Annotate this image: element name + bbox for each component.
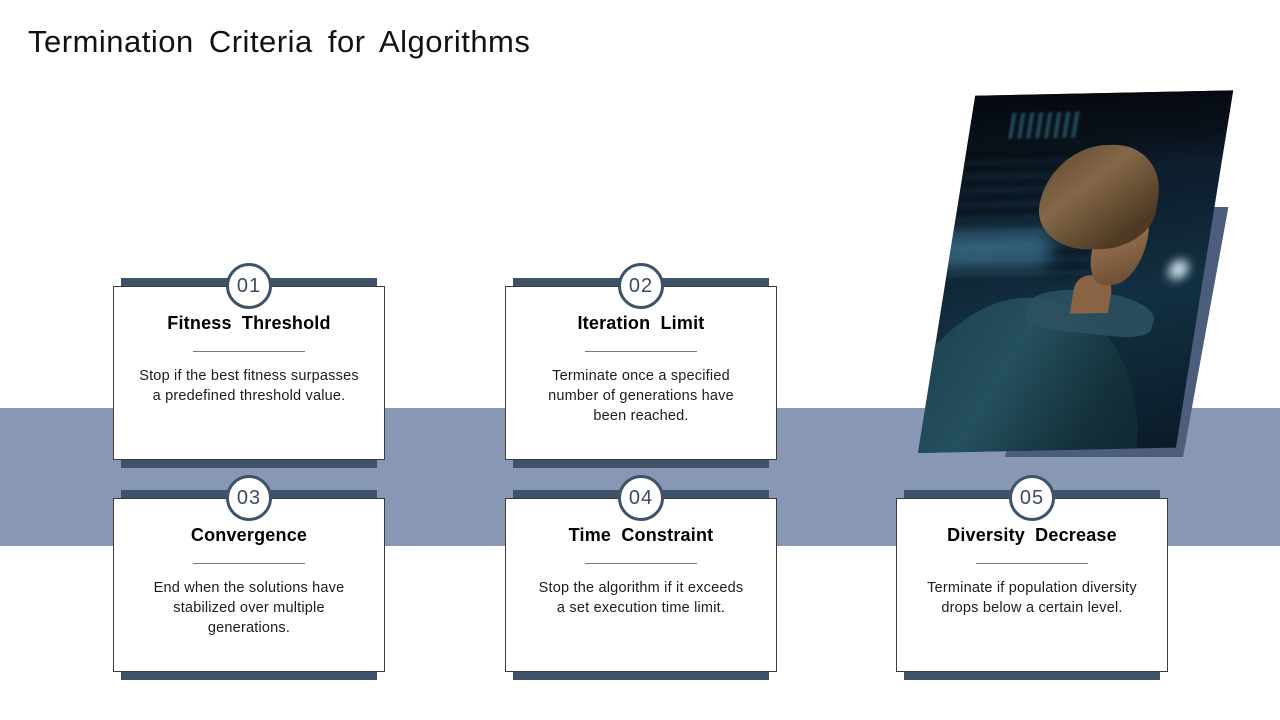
card-title: Iteration Limit: [577, 313, 705, 333]
card-title: Diversity Decrease: [947, 525, 1117, 545]
card-description: Stop if the best fitness surpasses a pre…: [139, 367, 359, 404]
card-divider: [193, 562, 305, 564]
photo-person-head: [1025, 143, 1173, 297]
card-number: 04: [628, 486, 654, 509]
card-number: 05: [1019, 486, 1045, 509]
card-fitness-threshold: Fitness Threshold Stop if the best fitne…: [113, 263, 385, 468]
card-title: Fitness Threshold: [167, 313, 331, 333]
card-description: Terminate if population diversity drops …: [927, 579, 1137, 616]
card-description: End when the solutions have stabilized o…: [153, 579, 345, 636]
card-title: Time Constraint: [568, 525, 714, 545]
card-diversity-decrease: Diversity Decrease Terminate if populati…: [896, 475, 1168, 680]
card-body: Iteration Limit Terminate once a specifi…: [505, 286, 777, 460]
card-description: Stop the algorithm if it exceeds a set e…: [538, 579, 744, 616]
card-number: 03: [236, 486, 262, 509]
card-time-constraint: Time Constraint Stop the algorithm if it…: [505, 475, 777, 680]
card-body: Convergence End when the solutions have …: [113, 498, 385, 672]
card-description: Terminate once a specified number of gen…: [548, 367, 734, 424]
card-convergence: Convergence End when the solutions have …: [113, 475, 385, 680]
card-body: Time Constraint Stop the algorithm if it…: [505, 498, 777, 672]
card-divider: [585, 350, 697, 352]
card-number: 01: [236, 274, 262, 297]
card-bottom-bar: [121, 672, 377, 680]
card-body: Fitness Threshold Stop if the best fitne…: [113, 286, 385, 460]
card-bottom-bar: [513, 460, 769, 468]
card-number: 02: [628, 274, 654, 297]
card-number-badge: 04: [618, 475, 664, 521]
card-bottom-bar: [513, 672, 769, 680]
card-bottom-bar: [904, 672, 1160, 680]
card-number-badge: 02: [618, 263, 664, 309]
photo-vent-stripes: [1008, 111, 1083, 140]
card-number-badge: 03: [226, 475, 272, 521]
card-number-badge: 05: [1009, 475, 1055, 521]
card-divider: [193, 350, 305, 352]
slide-title: Termination Criteria for Algorithms: [28, 24, 531, 59]
card-body: Diversity Decrease Terminate if populati…: [896, 498, 1168, 672]
card-divider: [585, 562, 697, 564]
card-iteration-limit: Iteration Limit Terminate once a specifi…: [505, 263, 777, 468]
card-title: Convergence: [190, 525, 308, 545]
photo-bokeh-light: [1166, 259, 1191, 280]
card-bottom-bar: [121, 460, 377, 468]
card-divider: [976, 562, 1088, 564]
card-number-badge: 01: [226, 263, 272, 309]
